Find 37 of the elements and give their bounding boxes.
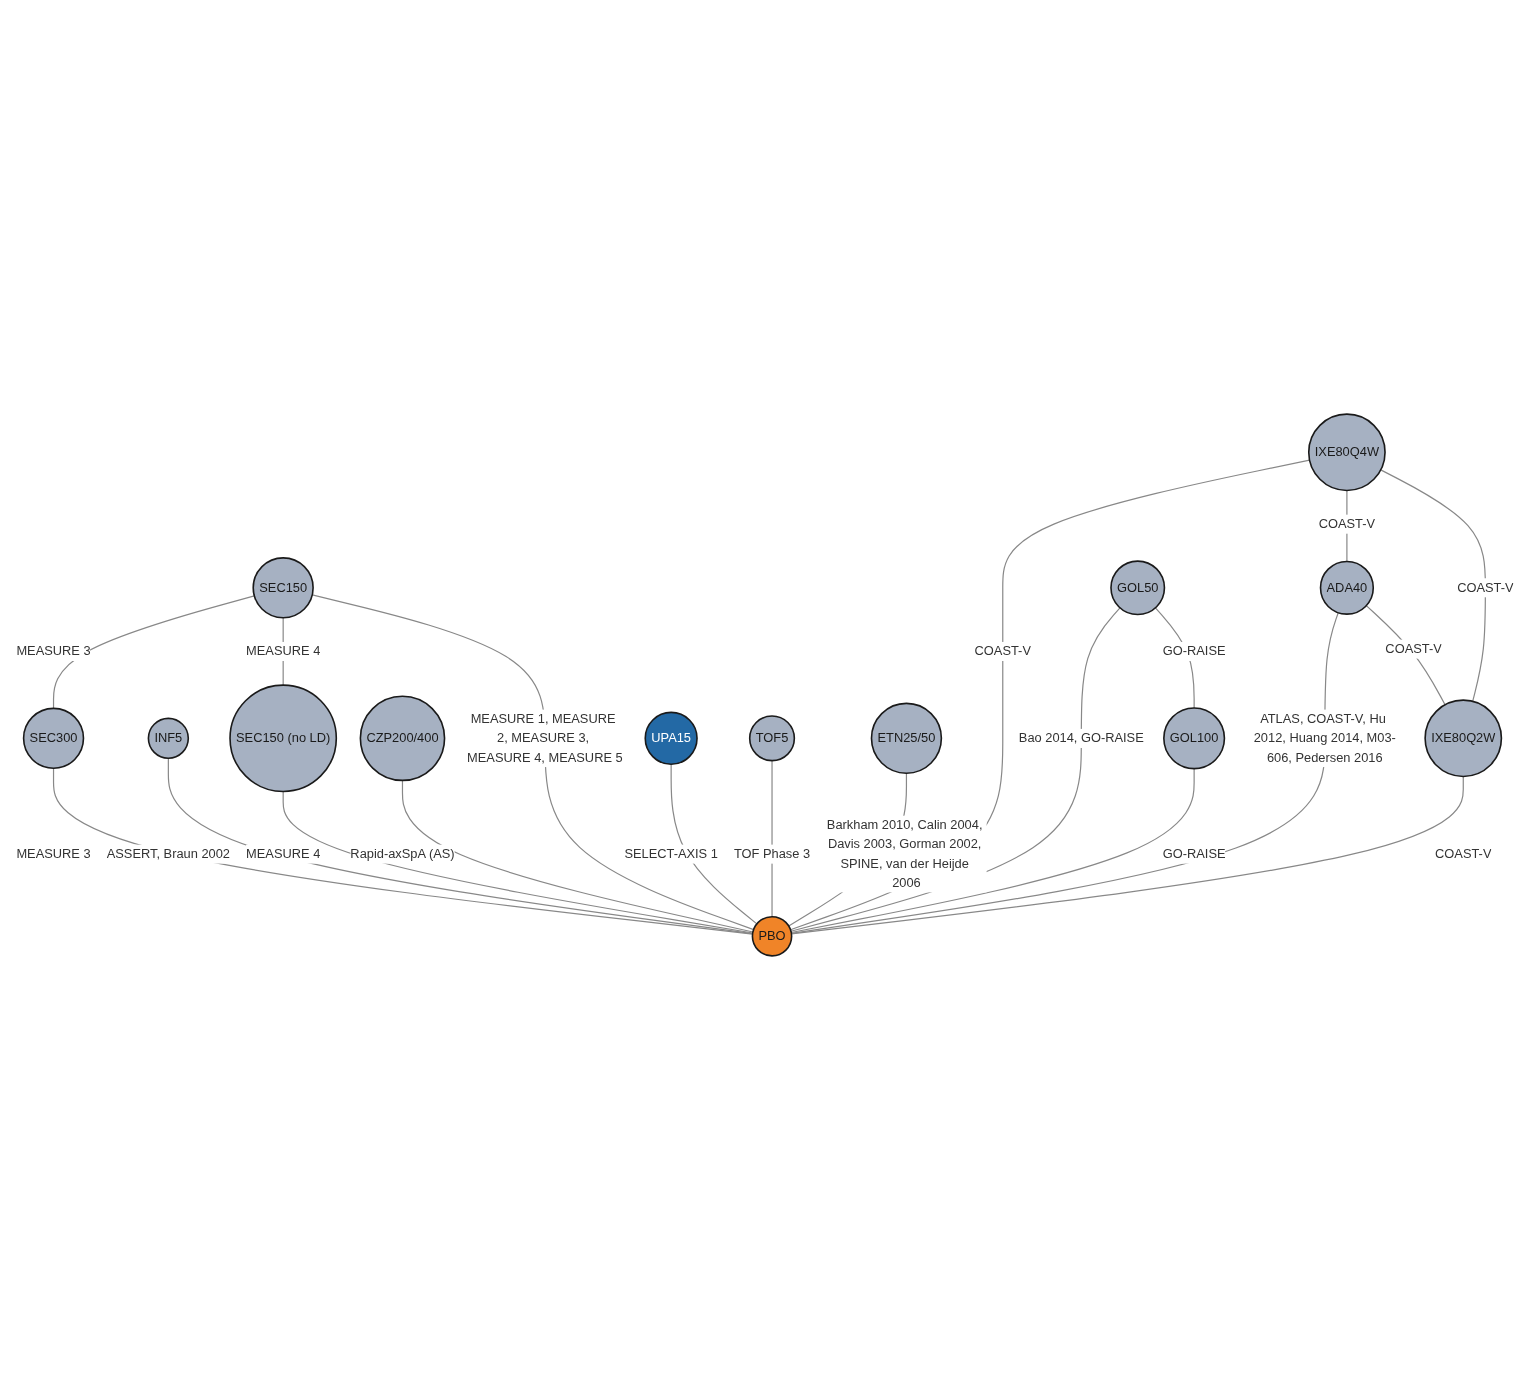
edge-label: COAST-V [974, 644, 1031, 658]
edge-label: MEASURE 4 [246, 644, 321, 658]
edge-label: ATLAS, COAST-V, Hu 2012, Huang 2014, M03-606, Pedersen 2016 [1253, 711, 1396, 764]
edge-label: COAST-V [1435, 846, 1492, 861]
node-circle: PBO [751, 915, 793, 957]
node-circle: GOL100 [1163, 707, 1226, 770]
node-circle: IXE80Q2W [1424, 699, 1503, 778]
edge-label: Bao 2014, GO-RAISE [1018, 731, 1144, 745]
edge-label: MEASURE 3 [16, 846, 91, 861]
edge-label: COAST-V [1318, 516, 1376, 531]
edge-label: SELECT-AXIS 1 [624, 846, 718, 861]
edge-label: ASSERT, Braun 2002 [106, 846, 230, 861]
edge-label: MEASURE 1, MEASURE 2, MEASURE 3, MEASURE 4, MEASURE 5 [467, 711, 623, 764]
node-circle: ADA40 [1319, 560, 1375, 615]
node-circle: TOF5 [748, 715, 796, 762]
node-circle: CZP200/400 [359, 695, 446, 782]
edge-label: Rapid-axSpA (AS) [350, 846, 455, 861]
node-circle: GOL50 [1110, 560, 1166, 616]
connector [52, 595, 255, 709]
edge-label: GO-RAISE [1162, 644, 1226, 658]
node-circle: UPA15 [644, 711, 698, 765]
connector [1365, 605, 1446, 706]
edge-label: COAST-V [1385, 641, 1442, 656]
node-circle: SEC150 (no LD) [229, 684, 338, 793]
node-circle: INF5 [147, 717, 190, 760]
node-circle: ETN25/50 [870, 702, 943, 775]
connector [1380, 469, 1486, 702]
edge-label: TOF Phase 3 [733, 846, 811, 861]
node-circle: SEC300 [22, 707, 85, 770]
edge-label: COAST-V [1457, 580, 1514, 595]
edge-label: Barkham 2010, Calin 2004, Davis 2003, Gorman 2002, SPINE, van der Heijde 2006 [826, 817, 983, 890]
edge-label: MEASURE 3 [16, 644, 91, 658]
connector [311, 594, 755, 931]
node-circle: IXE80Q4W [1307, 413, 1386, 492]
edge-label: MEASURE 4 [246, 846, 321, 861]
node-circle: SEC150 [252, 557, 314, 619]
edge-label: GO-RAISE [1162, 846, 1226, 861]
